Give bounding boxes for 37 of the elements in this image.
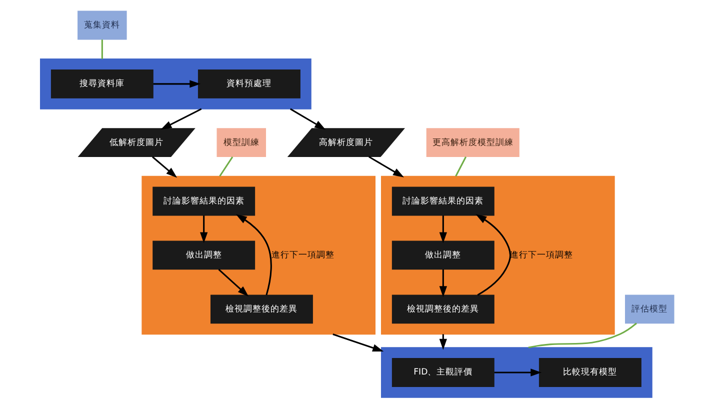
connector: [219, 156, 234, 177]
node-box: 做出調整: [152, 240, 256, 270]
node-box: 比較現有模型: [538, 358, 642, 387]
cluster: [380, 176, 615, 335]
node-box: 蒐集資料: [78, 10, 127, 40]
connector: [455, 156, 467, 177]
node-box: 檢視調整後的差異: [392, 294, 494, 324]
node-box: 討論影響結果的因素: [152, 186, 256, 216]
arrow: [218, 268, 249, 297]
arrow: [153, 80, 201, 88]
arrow: [476, 214, 512, 296]
arrow: [290, 108, 326, 130]
node-box: 檢視調整後的差異: [210, 294, 313, 324]
connector: [101, 40, 103, 59]
node-box: FID、主觀評價: [392, 358, 494, 387]
node-box: 做出調整: [392, 240, 494, 270]
arrow: [236, 214, 272, 296]
connector: [528, 322, 637, 348]
node-box: 搜尋資料庫: [50, 69, 154, 98]
cluster: [40, 58, 312, 110]
edge-label: 進行下一項調整: [272, 250, 335, 260]
node-box: 資料預處理: [198, 69, 300, 98]
arrow: [152, 156, 178, 178]
arrow: [160, 108, 202, 130]
node-box: 更高解析度模型訓練: [426, 128, 520, 158]
arrow: [439, 334, 447, 350]
node-box: 討論影響結果的因素: [392, 186, 494, 216]
arrow: [494, 368, 542, 376]
node-box: 模型訓練: [216, 128, 266, 158]
arrow: [200, 216, 208, 244]
arrow: [368, 156, 404, 178]
arrow: [332, 333, 384, 352]
node-box: 評估模型: [625, 294, 674, 324]
arrow: [439, 269, 447, 298]
arrow: [439, 216, 447, 244]
cluster: [380, 347, 652, 398]
cluster: [142, 176, 376, 335]
